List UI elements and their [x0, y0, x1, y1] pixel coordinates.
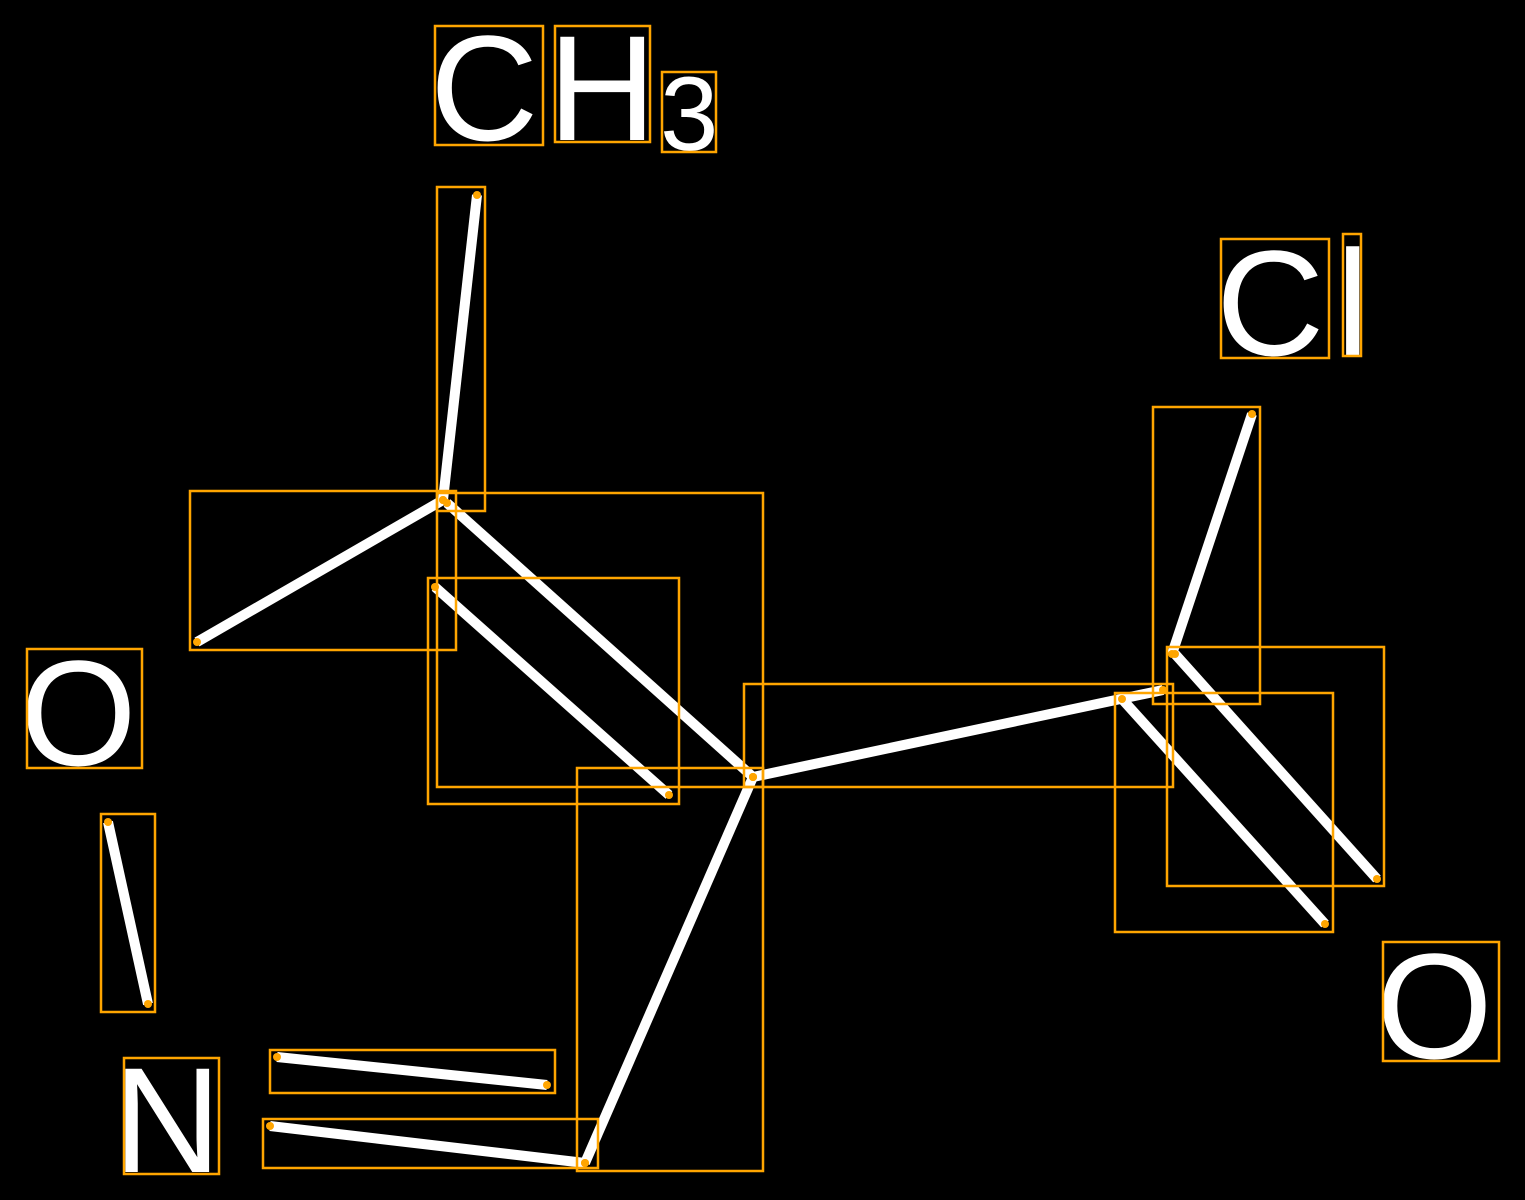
- bond-endpoint-marker: [665, 791, 673, 799]
- bond-line: [194, 495, 446, 647]
- bond-endpoint-marker: [1248, 410, 1256, 418]
- bond-line: [103, 820, 153, 1006]
- chlorine-c-label: C: [1216, 219, 1324, 387]
- annotation-box: [1341, 232, 1363, 358]
- bond-endpoint-marker: [266, 1122, 274, 1130]
- annotation-boxes: [25, 24, 1501, 1176]
- annotation-box: [575, 766, 765, 1173]
- annotation-box: [553, 24, 652, 144]
- chlorine-l-label: l: [1336, 219, 1369, 387]
- annotation-box: [261, 1117, 600, 1170]
- annotation-box: [433, 24, 545, 147]
- annotation-box: [1381, 940, 1501, 1063]
- annotation-box: [1219, 237, 1331, 360]
- bond-endpoint-marker: [273, 1053, 281, 1061]
- bond-line: [580, 775, 758, 1165]
- bond-line: [1167, 412, 1257, 656]
- oxygen-left-label: O: [20, 629, 137, 797]
- atom-labels: C H 3 C l O O N: [20, 4, 1493, 1200]
- bond-endpoint-marker: [1373, 875, 1381, 883]
- bond-endpoint-marker: [443, 499, 451, 507]
- annotation-box: [1113, 691, 1335, 934]
- annotation-box: [426, 576, 681, 806]
- bond-endpoint-marker: [1171, 650, 1179, 658]
- bond-endpoint-marker: [193, 638, 201, 646]
- bond-line: [269, 1121, 586, 1168]
- bond-endpoint-marker: [144, 1000, 152, 1008]
- bond-endpoint-marker: [1159, 686, 1167, 694]
- annotation-box: [188, 489, 458, 652]
- bonds-layer: [103, 194, 1381, 1168]
- methyl-c-label: C: [430, 4, 538, 172]
- annotation-box: [122, 1056, 221, 1176]
- oxygen-right-label: O: [1376, 922, 1493, 1090]
- annotation-box: [742, 682, 1175, 789]
- annotation-box: [435, 491, 765, 789]
- bond-endpoint-marker: [749, 773, 757, 781]
- annotation-box: [660, 70, 718, 154]
- bond-endpoint-marker: [543, 1081, 551, 1089]
- bond-line: [1171, 650, 1381, 883]
- annotation-box: [1151, 405, 1262, 706]
- bond-endpoint-marker: [1118, 695, 1126, 703]
- bond-line: [443, 499, 757, 781]
- bond-line: [1118, 695, 1329, 928]
- annotation-box: [1165, 645, 1386, 888]
- methyl-subscript-label: 3: [660, 56, 718, 173]
- bond-endpoint-marker: [473, 191, 481, 199]
- annotation-box: [25, 647, 144, 770]
- bond-line: [751, 685, 1165, 782]
- methyl-h-label: H: [548, 4, 656, 172]
- bond-endpoint-marker: [1321, 920, 1329, 928]
- bond-endpoint-marker: [581, 1159, 589, 1167]
- bond-endpoint-marker: [431, 583, 439, 591]
- bond-line: [438, 194, 482, 501]
- annotation-box: [268, 1048, 557, 1095]
- bond-line: [431, 583, 673, 799]
- bond-endpoint-marker: [104, 818, 112, 826]
- annotation-box: [435, 185, 487, 513]
- annotation-box: [99, 812, 157, 1014]
- nitrogen-label: N: [113, 1036, 221, 1200]
- bond-line: [276, 1052, 548, 1090]
